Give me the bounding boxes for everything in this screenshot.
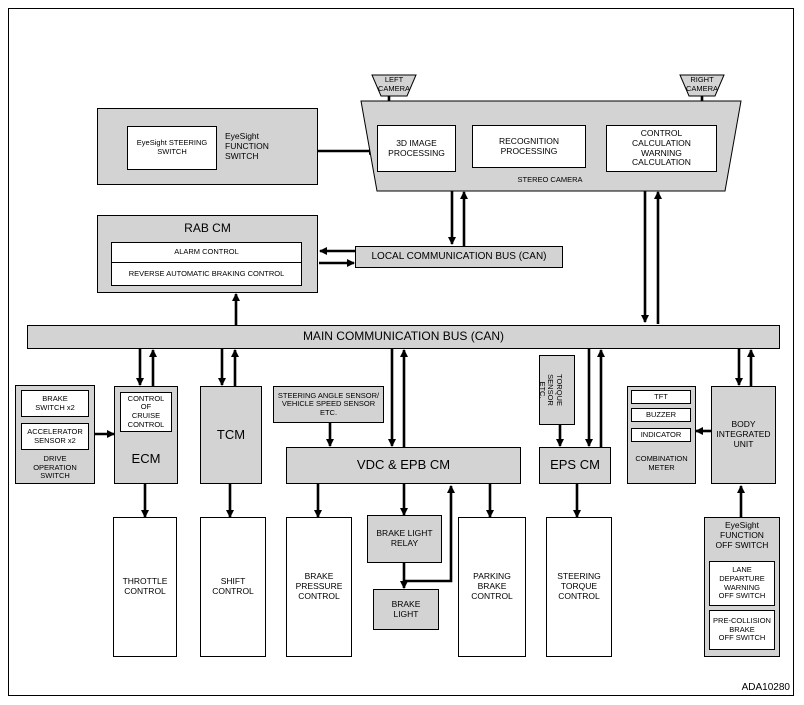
shift-control-box: SHIFT CONTROL: [200, 517, 266, 657]
steering-torque-control-box: STEERING TORQUE CONTROL: [546, 517, 612, 657]
precollision-off-switch: PRE-COLLISION BRAKE OFF SWITCH: [709, 610, 775, 650]
parking-brake-control-box: PARKING BRAKE CONTROL: [458, 517, 526, 657]
body-integrated-unit: BODY INTEGRATED UNIT: [711, 386, 776, 484]
eps-cm: EPS CM: [539, 447, 611, 484]
right-camera-label: RIGHT CAMERA: [685, 75, 719, 93]
arrow-feedback-to-vdc: [404, 485, 455, 583]
accelerator-sensor-box: ACCELERATOR SENSOR x2: [21, 423, 89, 450]
stereo-camera-label: STEREO CAMERA: [517, 175, 583, 184]
buzzer-box: BUZZER: [631, 408, 691, 422]
throttle-control-box: THROTTLE CONTROL: [113, 517, 177, 657]
control-calculation-box: CONTROL CALCULATION WARNING CALCULATION: [606, 125, 717, 172]
torque-sensor: [539, 355, 575, 425]
brake-light-relay-box: BRAKE LIGHT RELAY: [367, 515, 442, 563]
main-communication-bus: MAIN COMMUNICATION BUS (CAN): [27, 325, 780, 349]
drive-switch-label: DRIVE OPERATION SWITCH: [33, 454, 77, 481]
alarm-control-box: ALARM CONTROL: [111, 242, 302, 263]
reverse-braking-box: REVERSE AUTOMATIC BRAKING CONTROL: [111, 263, 302, 286]
combination-meter-label: COMBINATION METER: [635, 454, 688, 472]
lane-departure-off-switch: LANE DEPARTURE WARNING OFF SWITCH: [709, 561, 775, 606]
image-processing-box: 3D IMAGE PROCESSING: [377, 125, 456, 172]
right-camera-shape: [679, 74, 725, 97]
brake-light-box: BRAKE LIGHT: [373, 589, 439, 630]
local-communication-bus: LOCAL COMMUNICATION BUS (CAN): [355, 246, 563, 268]
cruise-control-box: CONTROL OF CRUISE CONTROL: [120, 392, 172, 432]
tft-box: TFT: [631, 390, 691, 404]
diagram-frame: [8, 8, 794, 696]
indicator-box: INDICATOR: [631, 428, 691, 442]
left-camera-shape: [371, 74, 417, 97]
brake-pressure-control-box: BRAKE PRESSURE CONTROL: [286, 517, 352, 657]
tcm-box: TCM: [200, 386, 262, 484]
vdc-epb-cm: VDC & EPB CM: [286, 447, 521, 484]
rab-cm-title: RAB CM: [184, 221, 231, 235]
function-switch-label: EyeSight FUNCTION SWITCH: [225, 131, 269, 161]
recognition-processing-box: RECOGNITION PROCESSING: [472, 125, 586, 168]
eyesight-steering-switch: EyeSight STEERING SWITCH: [127, 126, 217, 170]
left-camera-label: LEFT CAMERA: [377, 75, 411, 93]
steering-angle-sensor: STEERING ANGLE SENSOR/ VEHICLE SPEED SEN…: [273, 386, 384, 423]
ecm-label: ECM: [131, 451, 161, 466]
figure-id: ADA10280: [741, 682, 790, 693]
torque-sensor-label: TORQUE SENSOR ETC.: [537, 374, 564, 406]
off-switch-label: EyeSight FUNCTION OFF SWITCH: [715, 520, 769, 550]
brake-switch-box: BRAKE SWITCH x2: [21, 390, 89, 417]
